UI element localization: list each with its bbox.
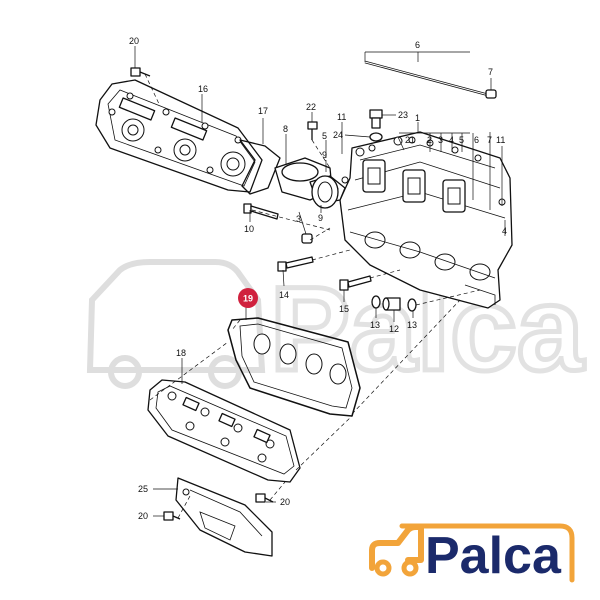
callout-17: 17 bbox=[258, 106, 268, 116]
callout-5-left: 5 bbox=[322, 131, 327, 141]
part-25-shield bbox=[175, 477, 273, 557]
callout-7-top: 7 bbox=[488, 67, 493, 77]
part-13-ring-left bbox=[371, 295, 381, 309]
valve-cover-gasket bbox=[239, 139, 281, 195]
part-14-bolt bbox=[277, 256, 314, 272]
assembly-lines bbox=[144, 73, 481, 519]
callout-10: 10 bbox=[244, 224, 254, 234]
part-19-gasket bbox=[227, 317, 361, 417]
part-10-bolt bbox=[243, 203, 279, 220]
callout-16: 16 bbox=[198, 84, 208, 94]
callout-19: 19 bbox=[243, 294, 253, 304]
callout-25: 25 bbox=[138, 484, 148, 494]
part-13-ring-right bbox=[407, 298, 417, 312]
callout-12: 12 bbox=[389, 324, 399, 334]
callout-15: 15 bbox=[339, 304, 349, 314]
part-7 bbox=[485, 78, 497, 99]
callout-6-top: 6 bbox=[415, 40, 420, 50]
callout-7-left: 9 bbox=[322, 150, 327, 160]
part-3-cap bbox=[301, 233, 313, 244]
watermark-car-icon bbox=[86, 259, 266, 373]
part-12-sleeve bbox=[382, 297, 401, 311]
callout-6-right: 6 bbox=[474, 135, 479, 145]
callouts: 20 16 17 8 22 23 11 5 9 24 21 2 3 4 5 1 … bbox=[129, 36, 507, 521]
callout-3-top: 3 bbox=[438, 135, 443, 145]
part-18-lower-cover bbox=[147, 379, 301, 483]
part-22-bolt bbox=[307, 121, 318, 140]
callout-24: 24 bbox=[333, 130, 343, 140]
callout-5-top: 5 bbox=[459, 135, 464, 145]
callout-9: 9 bbox=[318, 213, 323, 223]
brand-logo: Palca bbox=[369, 523, 575, 585]
highlight-badge bbox=[238, 288, 258, 308]
watermark-wheel-icon bbox=[108, 355, 142, 389]
callout-11-right: 11 bbox=[496, 135, 505, 145]
brand-name: Palca bbox=[425, 527, 562, 585]
callout-1: 1 bbox=[415, 113, 420, 123]
part-23-plug bbox=[369, 109, 383, 129]
callout-11-left: 11 bbox=[337, 112, 346, 122]
car-icon bbox=[369, 523, 575, 583]
part-6-rod bbox=[364, 51, 493, 98]
callout-4-top: 4 bbox=[449, 135, 454, 145]
callout-20-low: 20 bbox=[138, 511, 148, 521]
callout-20-top: 20 bbox=[129, 36, 139, 46]
callout-13-right: 13 bbox=[407, 320, 417, 330]
part-20-bolt-low bbox=[163, 511, 181, 521]
callout-19-highlight: 19 bbox=[238, 288, 258, 308]
callout-2: 2 bbox=[427, 135, 432, 145]
callout-23: 23 bbox=[398, 110, 408, 120]
callout-13-left: 13 bbox=[370, 320, 380, 330]
watermark-wheel-icon bbox=[208, 355, 242, 389]
callout-18: 18 bbox=[176, 348, 186, 358]
valve-cover bbox=[95, 79, 263, 193]
callout-21: 21 bbox=[405, 135, 415, 145]
part-20-bolt-mid bbox=[255, 493, 274, 503]
cylinder-head bbox=[339, 131, 513, 309]
callout-22: 22 bbox=[306, 102, 316, 112]
part-9-ring bbox=[311, 175, 339, 209]
callout-7-right: 7 bbox=[487, 135, 492, 145]
callout-8: 8 bbox=[283, 124, 288, 134]
callout-20-mid: 20 bbox=[280, 497, 290, 507]
part-20-bolt-top bbox=[130, 67, 151, 77]
callout-4-side: 4 bbox=[502, 226, 507, 236]
callout-14: 14 bbox=[279, 290, 289, 300]
leader-lines bbox=[134, 46, 506, 517]
part-24-plug bbox=[369, 132, 383, 142]
callout-3-low: 3 bbox=[296, 214, 301, 224]
